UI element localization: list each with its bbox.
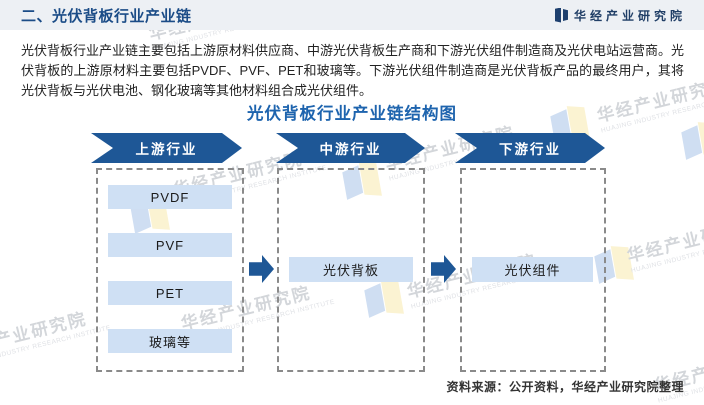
- diagram-title: 光伏背板行业产业链结构图: [247, 105, 457, 123]
- brand-name: 华经产业研究院: [573, 8, 686, 23]
- node-module: 光伏组件: [472, 257, 593, 282]
- banner-midstream: 中游行业: [276, 133, 425, 163]
- banner-midstream-label: 中游行业: [319, 142, 382, 157]
- watermark-logo-icon: [680, 121, 704, 160]
- watermark-text: 华经产业研究院 HUAJING INDUSTRY RESEARCH INSTIT…: [0, 309, 112, 368]
- brand: 华经产业研究院: [554, 7, 686, 24]
- node-glass: 玻璃等: [108, 329, 232, 353]
- arrow-right-icon: [431, 255, 456, 283]
- node-pvdf: PVDF: [108, 185, 232, 209]
- banner-upstream: 上游行业: [91, 133, 242, 163]
- page-title: 二、光伏背板行业产业链: [21, 7, 192, 25]
- upstream-group-box: [96, 168, 244, 372]
- source-note: 资料来源：公开资料，华经产业研究院整理: [446, 380, 684, 394]
- huajing-logo-icon: [554, 7, 568, 23]
- node-backsheet: 光伏背板: [289, 257, 413, 282]
- arrow-right-icon: [249, 255, 274, 283]
- node-pet: PET: [108, 281, 232, 305]
- intro-paragraph: 光伏背板行业产业链主要包括上游原材料供应商、中游光伏背板生产商和下游光伏组件制造…: [21, 43, 685, 98]
- node-pvf: PVF: [108, 233, 232, 257]
- banner-downstream-label: 下游行业: [499, 142, 561, 157]
- watermark-text: 华经产业研究院 HUAJING INDUSTRY RESEARCH INSTIT…: [625, 215, 704, 275]
- banner-upstream-label: 上游行业: [135, 142, 198, 157]
- header-bar: 二、光伏背板行业产业链 华经产业研究院: [0, 0, 704, 30]
- banner-downstream: 下游行业: [455, 133, 605, 163]
